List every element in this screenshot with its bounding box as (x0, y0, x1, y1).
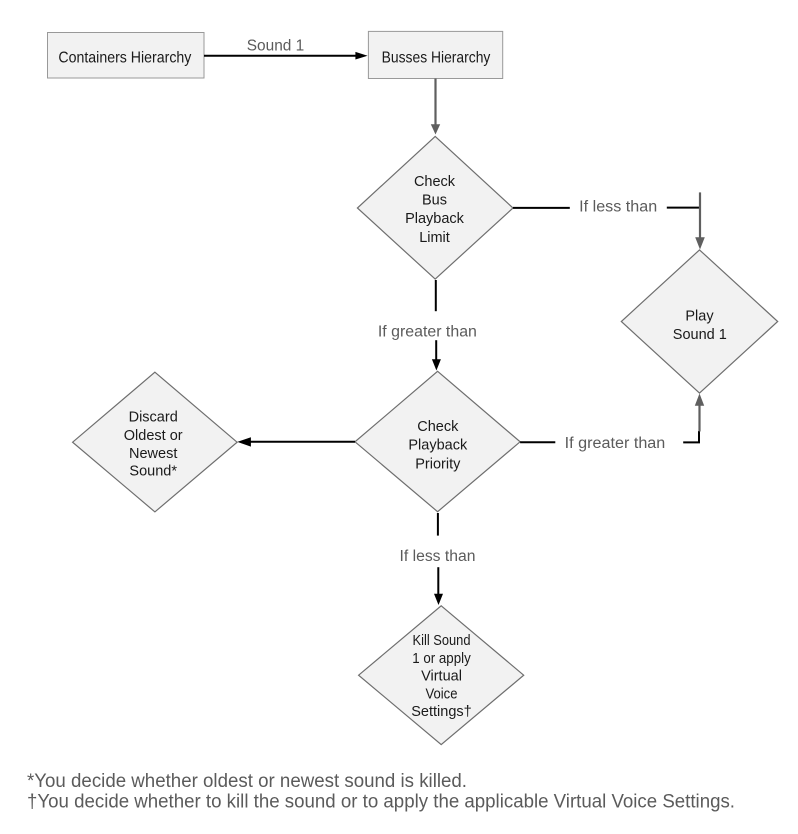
svg-text:Check: Check (414, 174, 456, 190)
svg-text:Playback: Playback (408, 438, 468, 454)
svg-text:*You decide whether oldest or: *You decide whether oldest or newest sou… (27, 771, 467, 792)
svg-text:If greater than: If greater than (565, 435, 666, 452)
svg-text:If less than: If less than (579, 199, 657, 216)
svg-text:Priority: Priority (415, 456, 461, 472)
svg-text:Settings†: Settings† (411, 704, 471, 720)
svg-text:Sound*: Sound* (129, 464, 177, 480)
svg-text:Voice: Voice (426, 686, 458, 702)
svg-text:Sound 1: Sound 1 (673, 327, 727, 343)
svg-text:Newest: Newest (129, 446, 177, 462)
svg-text:Containers Hierarchy: Containers Hierarchy (58, 50, 191, 67)
svg-text:†You decide whether to kill th: †You decide whether to kill the sound or… (27, 792, 735, 813)
svg-text:Bus: Bus (422, 193, 447, 209)
svg-text:Playback: Playback (405, 211, 465, 227)
svg-text:Check: Check (417, 419, 459, 435)
svg-text:Kill Sound: Kill Sound (413, 633, 471, 649)
svg-text:Virtual: Virtual (421, 669, 462, 685)
svg-text:Sound 1: Sound 1 (247, 37, 305, 54)
svg-text:Oldest or: Oldest or (124, 428, 183, 444)
svg-text:Discard: Discard (129, 410, 178, 426)
svg-text:Limit: Limit (419, 230, 450, 246)
svg-text:Busses Hierarchy: Busses Hierarchy (382, 49, 491, 66)
svg-text:Play: Play (685, 308, 714, 324)
svg-text:1 or apply: 1 or apply (412, 651, 471, 667)
svg-text:If greater than: If greater than (378, 323, 477, 340)
svg-text:If less than: If less than (400, 548, 476, 565)
